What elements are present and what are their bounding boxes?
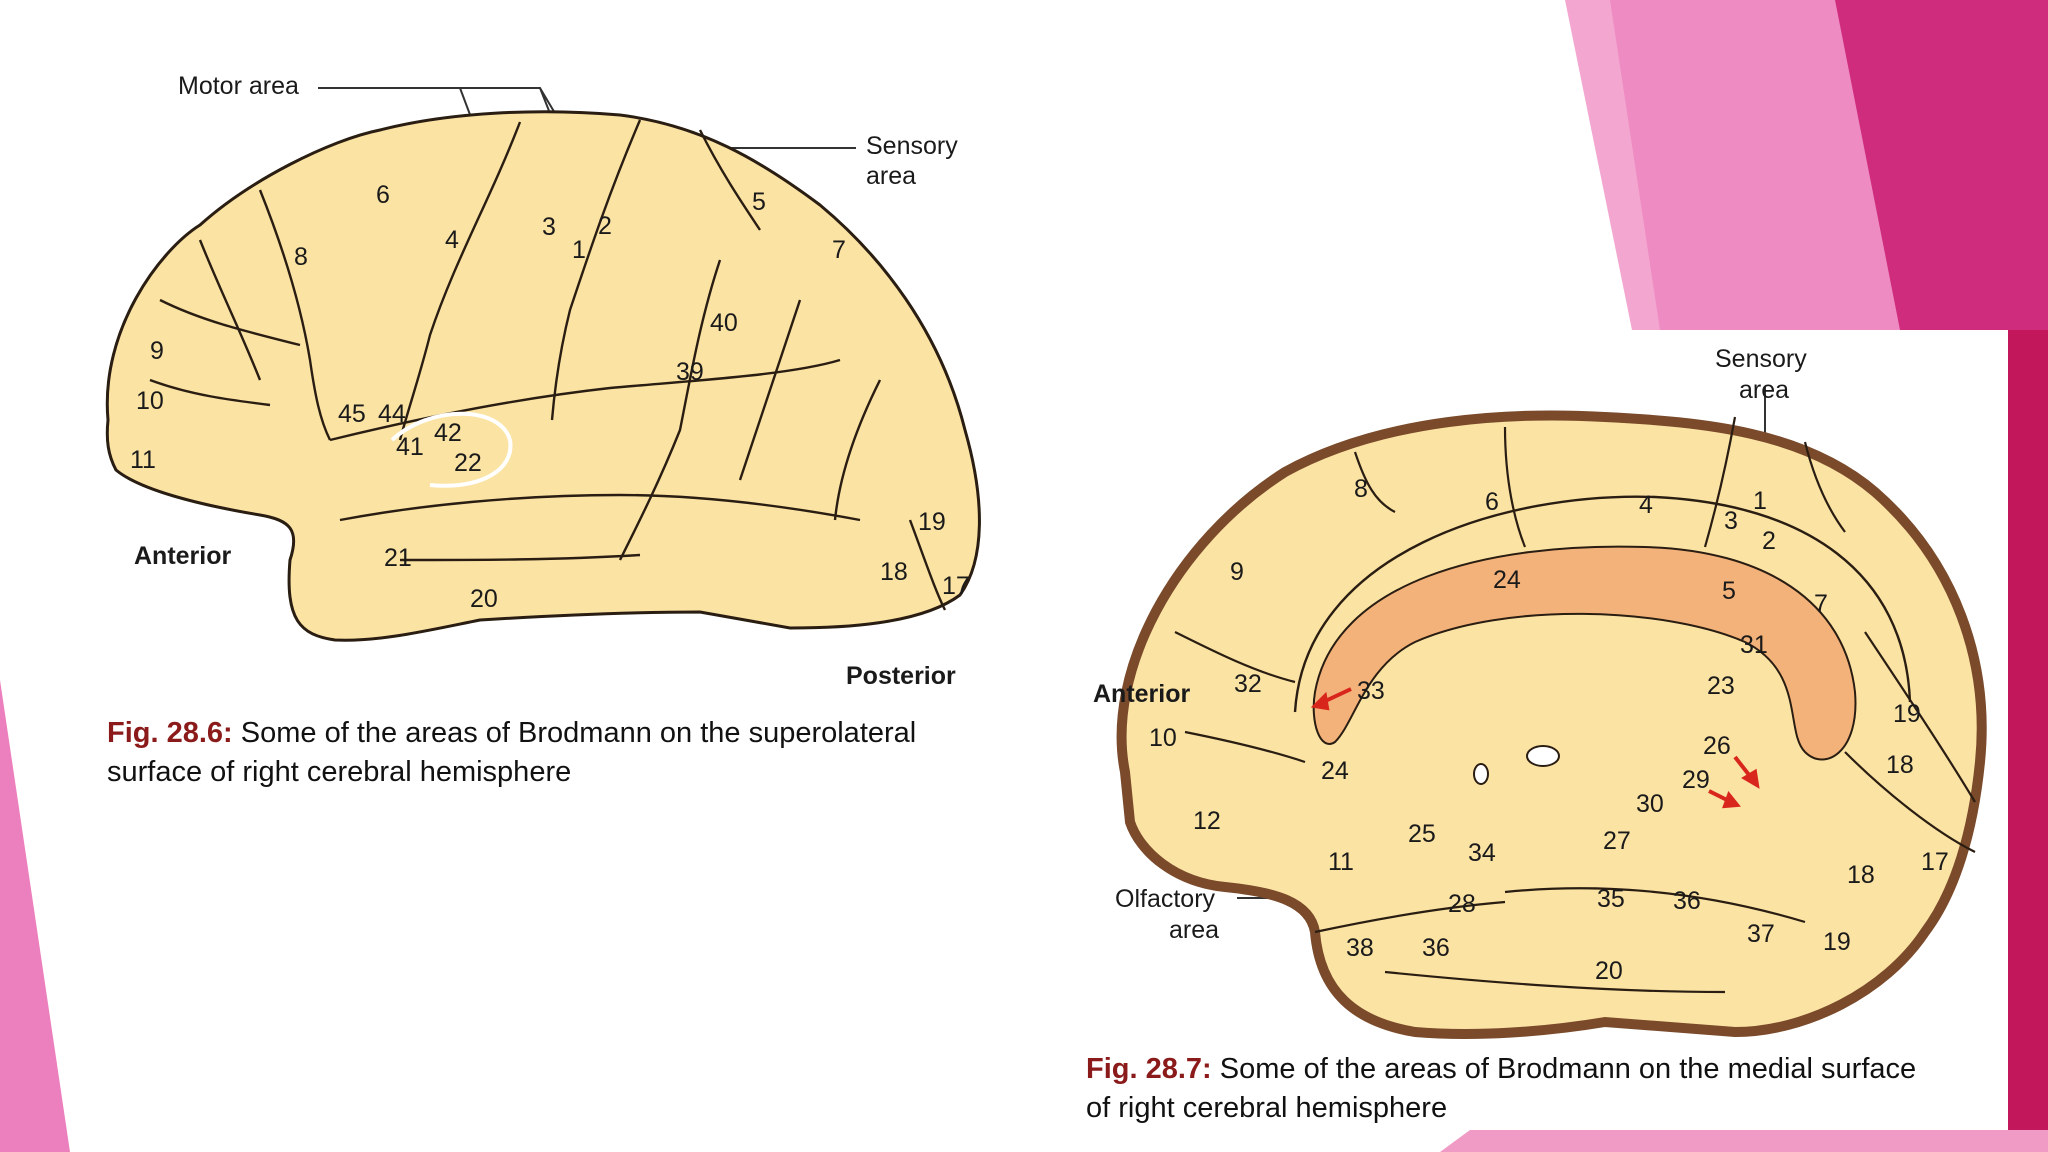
- figure2-caption-line1-text: Some of the areas of Brodmann on the med…: [1211, 1053, 1917, 1085]
- area-label: 17: [942, 572, 970, 600]
- area-label: 5: [752, 188, 766, 216]
- area-label: 40: [710, 309, 738, 337]
- area-label: 21: [384, 544, 412, 572]
- area-label: 36: [1673, 887, 1701, 915]
- area-label: 3: [542, 213, 556, 241]
- area-label: 4: [1639, 491, 1653, 519]
- area-label: 7: [832, 236, 846, 264]
- area-label: 17: [1921, 848, 1949, 876]
- area-label: 26: [1703, 732, 1731, 760]
- area-label: 24: [1321, 757, 1349, 785]
- area-label: 19: [1893, 700, 1921, 728]
- area-label: 18: [1847, 861, 1875, 889]
- area-label: 33: [1357, 677, 1385, 705]
- area-label: 38: [1346, 934, 1374, 962]
- area-label: 18: [1886, 751, 1914, 779]
- area-label: 2: [598, 212, 612, 240]
- pink-facet-left: [0, 680, 70, 1152]
- area-label: 20: [470, 585, 498, 613]
- area-label: 19: [1823, 928, 1851, 956]
- sensory-area-label-1: Sensory: [1715, 345, 1807, 373]
- area-label: 22: [454, 449, 482, 477]
- olfactory-area-label-2: area: [1169, 916, 1220, 944]
- area-label: 9: [150, 337, 164, 365]
- figure1-caption-line1-text: Some of the areas of Brodmann on the sup…: [232, 717, 917, 749]
- posterior-label: Posterior: [846, 662, 956, 690]
- area-label: 12: [1193, 807, 1221, 835]
- auditory-area-outline: [390, 411, 513, 488]
- area-label: 37: [1747, 920, 1775, 948]
- figure2-caption-line2: of right cerebral hemisphere: [1086, 1092, 1448, 1124]
- magenta-edge-right: [2008, 330, 2048, 1152]
- red-arrows: [1310, 687, 1760, 809]
- figure-medial: Sensory area Anterior Olfactory area 8 6…: [1085, 332, 2008, 1130]
- lateral-brain-drawing: [105, 87, 981, 642]
- sensory-area-label-2: area: [1739, 376, 1790, 404]
- interthalamic-adhesion: [1526, 745, 1560, 767]
- area-label: 28: [1448, 890, 1476, 918]
- medial-brain-outline: [1116, 410, 1987, 1039]
- figure1-caption-number: Fig. 28.6:: [107, 717, 233, 749]
- area-label: 10: [1149, 724, 1177, 752]
- area-label: 7: [1814, 590, 1828, 618]
- medial-sulci: [1174, 416, 1976, 994]
- area-label: 24: [1493, 566, 1521, 594]
- area-label: 19: [918, 508, 946, 536]
- area-label: 41: [396, 433, 424, 461]
- area-label: 11: [130, 446, 156, 474]
- area-label: 31: [1740, 631, 1768, 659]
- area-label: 6: [1485, 488, 1499, 516]
- sensory-area-label-2: area: [866, 162, 917, 190]
- area-label: 3: [1724, 507, 1738, 535]
- sensory-area-label-1: Sensory: [866, 132, 958, 160]
- cingulate-sulcus: [1293, 495, 1912, 713]
- area-label: 18: [880, 558, 908, 586]
- corpus-callosum: [1312, 545, 1857, 761]
- figure-lateral: Motor area Sensory area Anterior Posteri…: [0, 0, 1060, 820]
- area-label: 5: [1722, 577, 1736, 605]
- motor-area-label: Motor area: [178, 72, 299, 100]
- figure1-caption-line2: surface of right cerebral hemisphere: [107, 756, 572, 788]
- medial-brain-drawing: [1116, 387, 1987, 1039]
- area-label: 45: [338, 400, 366, 428]
- area-label: 25: [1408, 820, 1436, 848]
- area-label: 11: [1328, 848, 1354, 876]
- figure2-caption-number: Fig. 28.7:: [1086, 1053, 1212, 1085]
- area-label: 44: [378, 400, 406, 428]
- figure1-caption-line1: Fig. 28.6: Some of the areas of Brodmann…: [107, 714, 1007, 753]
- area-label: 29: [1682, 766, 1710, 794]
- area-label: 30: [1636, 790, 1664, 818]
- lateral-brain-outline: [105, 110, 981, 642]
- olfactory-area-label-1: Olfactory: [1115, 885, 1216, 913]
- anterior-label: Anterior: [1093, 680, 1191, 708]
- anterior-label: Anterior: [134, 542, 232, 570]
- figure1-caption: Fig. 28.6: Some of the areas of Brodmann…: [107, 714, 1007, 792]
- lateral-sulci: [149, 119, 947, 611]
- area-label: 34: [1468, 839, 1496, 867]
- area-label: 8: [1354, 475, 1368, 503]
- magenta-facet: [1835, 0, 2048, 330]
- area-label: 6: [376, 181, 390, 209]
- area-label: 20: [1595, 957, 1623, 985]
- area-label: 36: [1422, 934, 1450, 962]
- area-label: 35: [1597, 885, 1625, 913]
- area-label: 1: [1753, 487, 1767, 515]
- area-label: 27: [1603, 827, 1631, 855]
- area-label: 1: [572, 236, 586, 264]
- area-label: 32: [1234, 670, 1262, 698]
- area-label: 4: [445, 226, 459, 254]
- figure2-caption: Fig. 28.7: Some of the areas of Brodmann…: [1086, 1050, 1986, 1128]
- fornix-foramen: [1473, 763, 1489, 785]
- area-label: 23: [1707, 672, 1735, 700]
- pink-strip-bottom: [1440, 1130, 2048, 1152]
- area-label: 39: [676, 358, 704, 386]
- area-label: 9: [1230, 558, 1244, 586]
- area-label: 42: [434, 419, 462, 447]
- area-label: 10: [136, 387, 164, 415]
- figure2-caption-line1: Fig. 28.7: Some of the areas of Brodmann…: [1086, 1050, 1986, 1089]
- area-label: 2: [1762, 527, 1776, 555]
- area-label: 8: [294, 243, 308, 271]
